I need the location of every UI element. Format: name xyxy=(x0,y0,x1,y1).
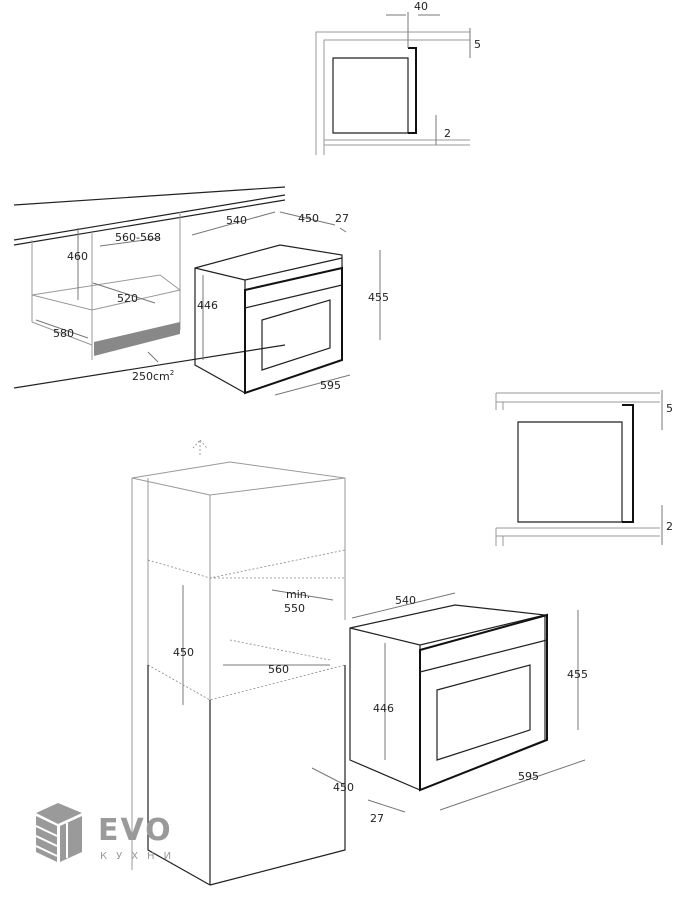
dim-27: 27 xyxy=(335,212,349,225)
dim-460: 460 xyxy=(67,250,88,263)
dim-560-568: 560-568 xyxy=(115,231,161,244)
dim-595-bottom: 595 xyxy=(518,770,539,783)
dim-540: 540 xyxy=(226,214,247,227)
logo-subtitle: КУХНИ xyxy=(100,851,180,862)
dim-455: 455 xyxy=(368,291,389,304)
logo-brand: EVO xyxy=(98,813,173,848)
oven-bottom-view: 540 446 455 595 450 27 xyxy=(311,592,588,825)
dim-560: 560 xyxy=(268,663,289,676)
dim-446: 446 xyxy=(197,299,218,312)
dim-5: 5 xyxy=(474,38,481,51)
dim-450-bottom: 450 xyxy=(333,781,354,794)
dim-450-niche: 450 xyxy=(173,646,194,659)
dim-595: 595 xyxy=(320,379,341,392)
side-profile-detail: 5 2 xyxy=(495,390,673,546)
dim-27-bottom: 27 xyxy=(370,812,384,825)
dim-min-label: min. xyxy=(286,588,310,601)
dim-455-bottom: 455 xyxy=(567,668,588,681)
oven-top-view: 540 450 27 446 455 595 xyxy=(191,211,389,396)
dim-2: 2 xyxy=(444,127,451,140)
dim-5-side: 5 xyxy=(666,402,673,415)
evo-logo: EVO КУХНИ xyxy=(35,803,180,862)
dim-450: 450 xyxy=(298,212,319,225)
dim-40: 40 xyxy=(414,0,428,13)
dim-250cm2: 250cm2 xyxy=(132,369,174,383)
tall-cabinet: min. 550 450 560 xyxy=(131,438,346,886)
dim-550: 550 xyxy=(284,602,305,615)
dim-2-side: 2 xyxy=(666,520,673,533)
dim-540-bottom: 540 xyxy=(395,594,416,607)
top-profile-detail: 40 5 2 xyxy=(315,0,481,155)
dim-446-bottom: 446 xyxy=(373,702,394,715)
under-counter-niche: 460 560-568 520 580 250cm2 xyxy=(13,186,286,389)
dim-580: 580 xyxy=(53,327,74,340)
dim-520: 520 xyxy=(117,292,138,305)
